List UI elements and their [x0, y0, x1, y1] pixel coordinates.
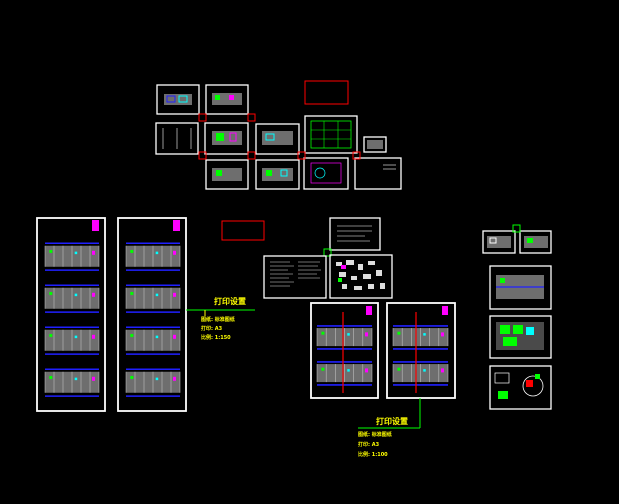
room-tag	[347, 333, 350, 336]
text-notes-sheet[interactable]	[263, 255, 327, 299]
floor-plan-sheet-mid-right[interactable]	[386, 302, 456, 399]
green-junction-marker	[512, 224, 521, 233]
room-tag	[49, 333, 53, 337]
sheet-thumbnail[interactable]	[363, 136, 387, 153]
room-tag	[130, 375, 134, 379]
red-selection-marker[interactable]	[304, 80, 349, 105]
sheet-thumbnail[interactable]	[303, 157, 349, 190]
room-tag	[347, 369, 350, 372]
room-tag	[441, 368, 444, 373]
room-tag	[397, 331, 401, 335]
room-tag	[321, 331, 325, 335]
sheet-thumbnail[interactable]	[482, 230, 516, 254]
room-tag	[155, 335, 159, 339]
print-settings-right-scale: 比例: 1:100	[358, 452, 388, 458]
top-sheet-cluster	[155, 80, 402, 190]
room-tag	[365, 368, 368, 373]
print-settings-right-paper: 图纸: 标准图纸	[358, 432, 392, 438]
room-tag	[92, 376, 95, 381]
room-tag	[49, 249, 53, 253]
room-tag	[173, 292, 176, 297]
notes-sheet[interactable]	[329, 217, 381, 251]
room-tag	[92, 292, 95, 297]
floor-plan-sheet-left[interactable]	[36, 217, 106, 412]
room-tag	[130, 291, 134, 295]
red-selection-marker[interactable]	[221, 220, 265, 241]
room-tag	[74, 293, 78, 297]
red-junction-markers	[198, 113, 361, 160]
room-tag	[92, 334, 95, 339]
print-settings-left-paper: 图纸: 标准图纸	[201, 317, 235, 323]
print-settings-left-title: 打印设置	[214, 297, 246, 306]
room-tag	[49, 375, 53, 379]
site-plan-sheet[interactable]	[329, 254, 393, 299]
room-tag	[173, 376, 176, 381]
sheet-thumbnail[interactable]	[205, 159, 249, 190]
room-tag	[397, 367, 401, 371]
print-settings-left-scale: 比例: 1:150	[201, 335, 231, 341]
sheet-thumbnail[interactable]	[204, 122, 249, 155]
room-tag	[74, 377, 78, 381]
room-tag	[441, 332, 444, 337]
room-tag	[49, 291, 53, 295]
floor-plan-sheet-right[interactable]	[117, 217, 187, 412]
sheet-thumbnail[interactable]	[205, 84, 249, 115]
room-tag	[173, 250, 176, 255]
sheet-thumbnail[interactable]	[519, 230, 552, 254]
room-tag	[74, 251, 78, 255]
print-settings-left-size: 打印: A3	[201, 326, 223, 332]
sheet-thumbnail[interactable]	[489, 265, 552, 310]
sheet-thumbnail[interactable]	[255, 123, 300, 155]
red-section-lines	[342, 312, 417, 393]
room-tag	[173, 334, 176, 339]
sheet-thumbnail[interactable]	[489, 365, 552, 410]
print-settings-right-title: 打印设置	[376, 417, 408, 426]
room-tag	[155, 377, 159, 381]
sheet-thumbnail[interactable]	[155, 122, 199, 155]
room-tag	[130, 333, 134, 337]
room-tag	[365, 332, 368, 337]
sheet-thumbnail[interactable]	[156, 84, 200, 115]
sheet-thumbnail[interactable]	[304, 115, 358, 154]
right-column-sheets	[482, 224, 552, 410]
room-tag	[92, 250, 95, 255]
sheet-thumbnail[interactable]	[489, 315, 552, 359]
green-junction-marker	[323, 248, 332, 257]
room-tag	[155, 251, 159, 255]
room-tag	[321, 367, 325, 371]
room-tag	[130, 249, 134, 253]
room-tag	[74, 335, 78, 339]
print-settings-right-leader	[358, 398, 421, 429]
sheet-thumbnail[interactable]	[354, 157, 402, 190]
room-tag	[155, 293, 159, 297]
room-tag	[423, 333, 426, 336]
room-tag	[423, 369, 426, 372]
sheet-thumbnail[interactable]	[255, 159, 300, 190]
floor-plan-sheet-mid-left[interactable]	[310, 302, 379, 399]
print-settings-right-size: 打印: A3	[358, 442, 380, 448]
print-settings-left-leader	[186, 309, 255, 316]
